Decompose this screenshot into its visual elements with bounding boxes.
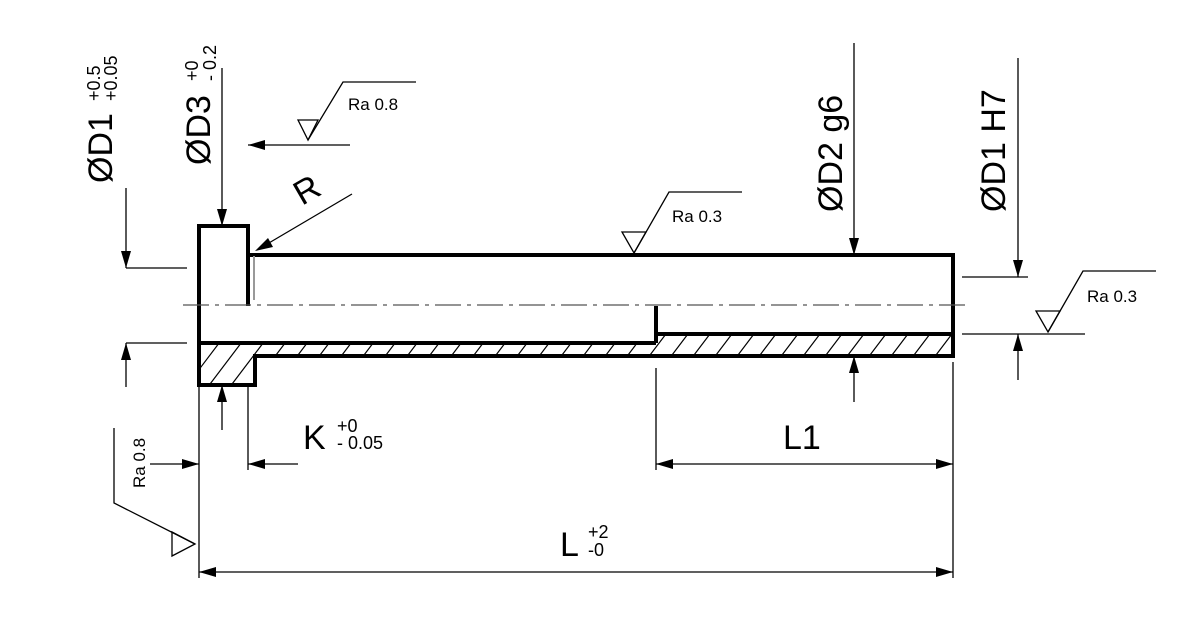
l-tol-lower: -0 bbox=[588, 540, 604, 560]
d1-left-tol-lower: +0.05 bbox=[101, 55, 121, 101]
k-tol-upper: +0 bbox=[337, 416, 358, 436]
roughness-shaft: Ra 0.3 bbox=[620, 191, 742, 255]
hatch-line bbox=[511, 334, 563, 385]
part-body bbox=[183, 224, 1046, 392]
hatch-line bbox=[291, 334, 343, 385]
d3-tol-upper: +0 bbox=[182, 60, 202, 81]
roughness-head-left: Ra 0.8 bbox=[113, 428, 197, 558]
hatch-line bbox=[203, 334, 255, 385]
hatch-line bbox=[357, 334, 409, 385]
d2-label: ØD2 g6 bbox=[812, 95, 850, 212]
hatch-line bbox=[335, 334, 387, 385]
hatch-line bbox=[467, 334, 519, 385]
l1-label: L1 bbox=[783, 419, 821, 457]
dim-l: L +2 -0 bbox=[199, 522, 953, 577]
radius-label: R bbox=[287, 168, 327, 213]
k-label: K bbox=[303, 419, 326, 457]
d3-tol-lower: - 0.2 bbox=[200, 45, 220, 81]
hatch-line bbox=[379, 334, 431, 385]
d1-left-label: ØD1 bbox=[82, 113, 120, 183]
hatch-line bbox=[951, 334, 953, 385]
d1-right-label: ØD1 H7 bbox=[975, 89, 1013, 212]
d1-left-tol-upper: +0.5 bbox=[84, 65, 104, 101]
hatch-line bbox=[401, 334, 453, 385]
ra-head-left-label: Ra 0.8 bbox=[130, 438, 149, 488]
hatch-line bbox=[269, 334, 321, 385]
hatch-line bbox=[313, 334, 365, 385]
roughness-head-face: Ra 0.8 bbox=[248, 81, 416, 150]
hatch-line bbox=[599, 334, 651, 385]
hatch-line bbox=[199, 334, 211, 385]
hatch-line bbox=[423, 334, 475, 385]
ra-bore-label: Ra 0.3 bbox=[1087, 287, 1137, 306]
l-label: L bbox=[560, 526, 579, 564]
dim-d3: ØD3 +0 - 0.2 bbox=[180, 45, 227, 430]
hatch-line bbox=[555, 334, 607, 385]
hatch-line bbox=[533, 334, 585, 385]
dim-k: K +0 - 0.05 bbox=[150, 385, 383, 578]
dim-d2: ØD2 g6 bbox=[812, 43, 859, 402]
dim-d1-right: ØD1 H7 bbox=[962, 58, 1028, 380]
hatch-line bbox=[199, 334, 233, 385]
l-tol-upper: +2 bbox=[588, 522, 609, 542]
hatch-line bbox=[577, 334, 629, 385]
hatch-line bbox=[445, 334, 497, 385]
hatch-line bbox=[489, 334, 541, 385]
hatch-line bbox=[996, 326, 1046, 392]
dim-l1: L1 bbox=[655, 362, 954, 578]
dim-radius: R bbox=[255, 168, 353, 251]
ra-head-face-label: Ra 0.8 bbox=[348, 95, 398, 114]
ra-shaft-label: Ra 0.3 bbox=[672, 207, 722, 226]
hatch-line bbox=[225, 334, 277, 385]
dim-d1-left: ØD1 +0.5 +0.05 bbox=[82, 55, 187, 387]
d3-label: ØD3 bbox=[180, 95, 218, 165]
roughness-bore: Ra 0.3 bbox=[1028, 270, 1156, 335]
hatch-line bbox=[974, 326, 1024, 392]
k-tol-lower: - 0.05 bbox=[337, 433, 383, 453]
